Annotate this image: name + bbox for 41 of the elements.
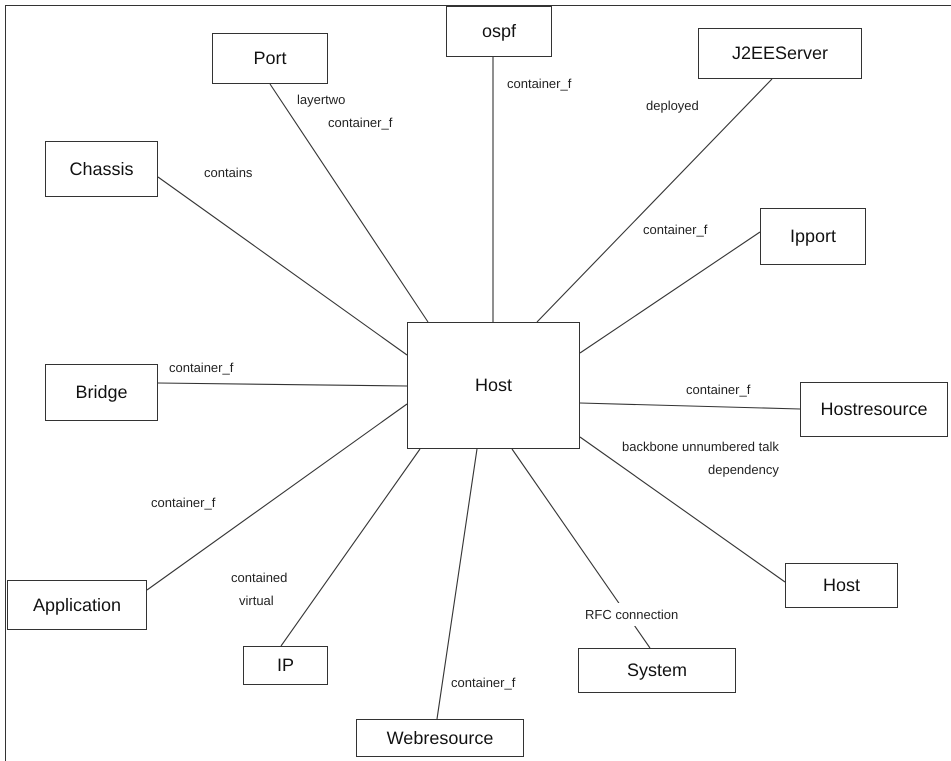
- edge-label: backbone unnumbered talk dependency: [622, 438, 780, 479]
- connector-line: [536, 78, 772, 322]
- node-label: Host: [474, 375, 512, 396]
- connector-line: [280, 448, 420, 646]
- entity-box: [578, 648, 736, 693]
- entity-box: [407, 322, 580, 449]
- connector-line: [436, 448, 478, 720]
- node-label: Bridge: [75, 382, 128, 403]
- connector-line: [146, 404, 408, 590]
- entity-box: [45, 364, 158, 421]
- entity-box: [7, 580, 147, 630]
- node-label: J2EEServer: [732, 43, 828, 64]
- connector-line: [158, 176, 408, 356]
- edge-label: layertwo container_f: [297, 91, 394, 132]
- entity-box: [760, 208, 866, 265]
- entity-box: [785, 563, 898, 608]
- node-label: Hostresource: [820, 399, 928, 420]
- edge-label: contained virtual: [231, 569, 288, 610]
- connector-line: [580, 402, 800, 410]
- node-label: IP: [276, 655, 294, 676]
- node-label: Host: [822, 575, 860, 596]
- node-label: Port: [253, 48, 286, 69]
- entity-box: [45, 141, 158, 197]
- node-label: Ipport: [790, 226, 836, 247]
- connector-line: [492, 57, 494, 322]
- entity-box: [800, 382, 948, 437]
- node-label: Chassis: [69, 158, 134, 180]
- entity-box: [212, 33, 328, 84]
- connector-line: [512, 448, 650, 648]
- node-label: Application: [32, 594, 122, 616]
- connector-line: [158, 382, 407, 387]
- entity-box: [243, 646, 328, 685]
- connector-line: [580, 436, 786, 582]
- node-label: Webresource: [386, 728, 494, 748]
- entity-box: [446, 6, 552, 57]
- node-label: ospf: [482, 21, 516, 42]
- connector-line: [580, 232, 760, 354]
- node-label: System: [626, 660, 687, 681]
- connector-line: [270, 84, 428, 322]
- entity-box: [356, 719, 524, 757]
- entity-box: [698, 28, 862, 79]
